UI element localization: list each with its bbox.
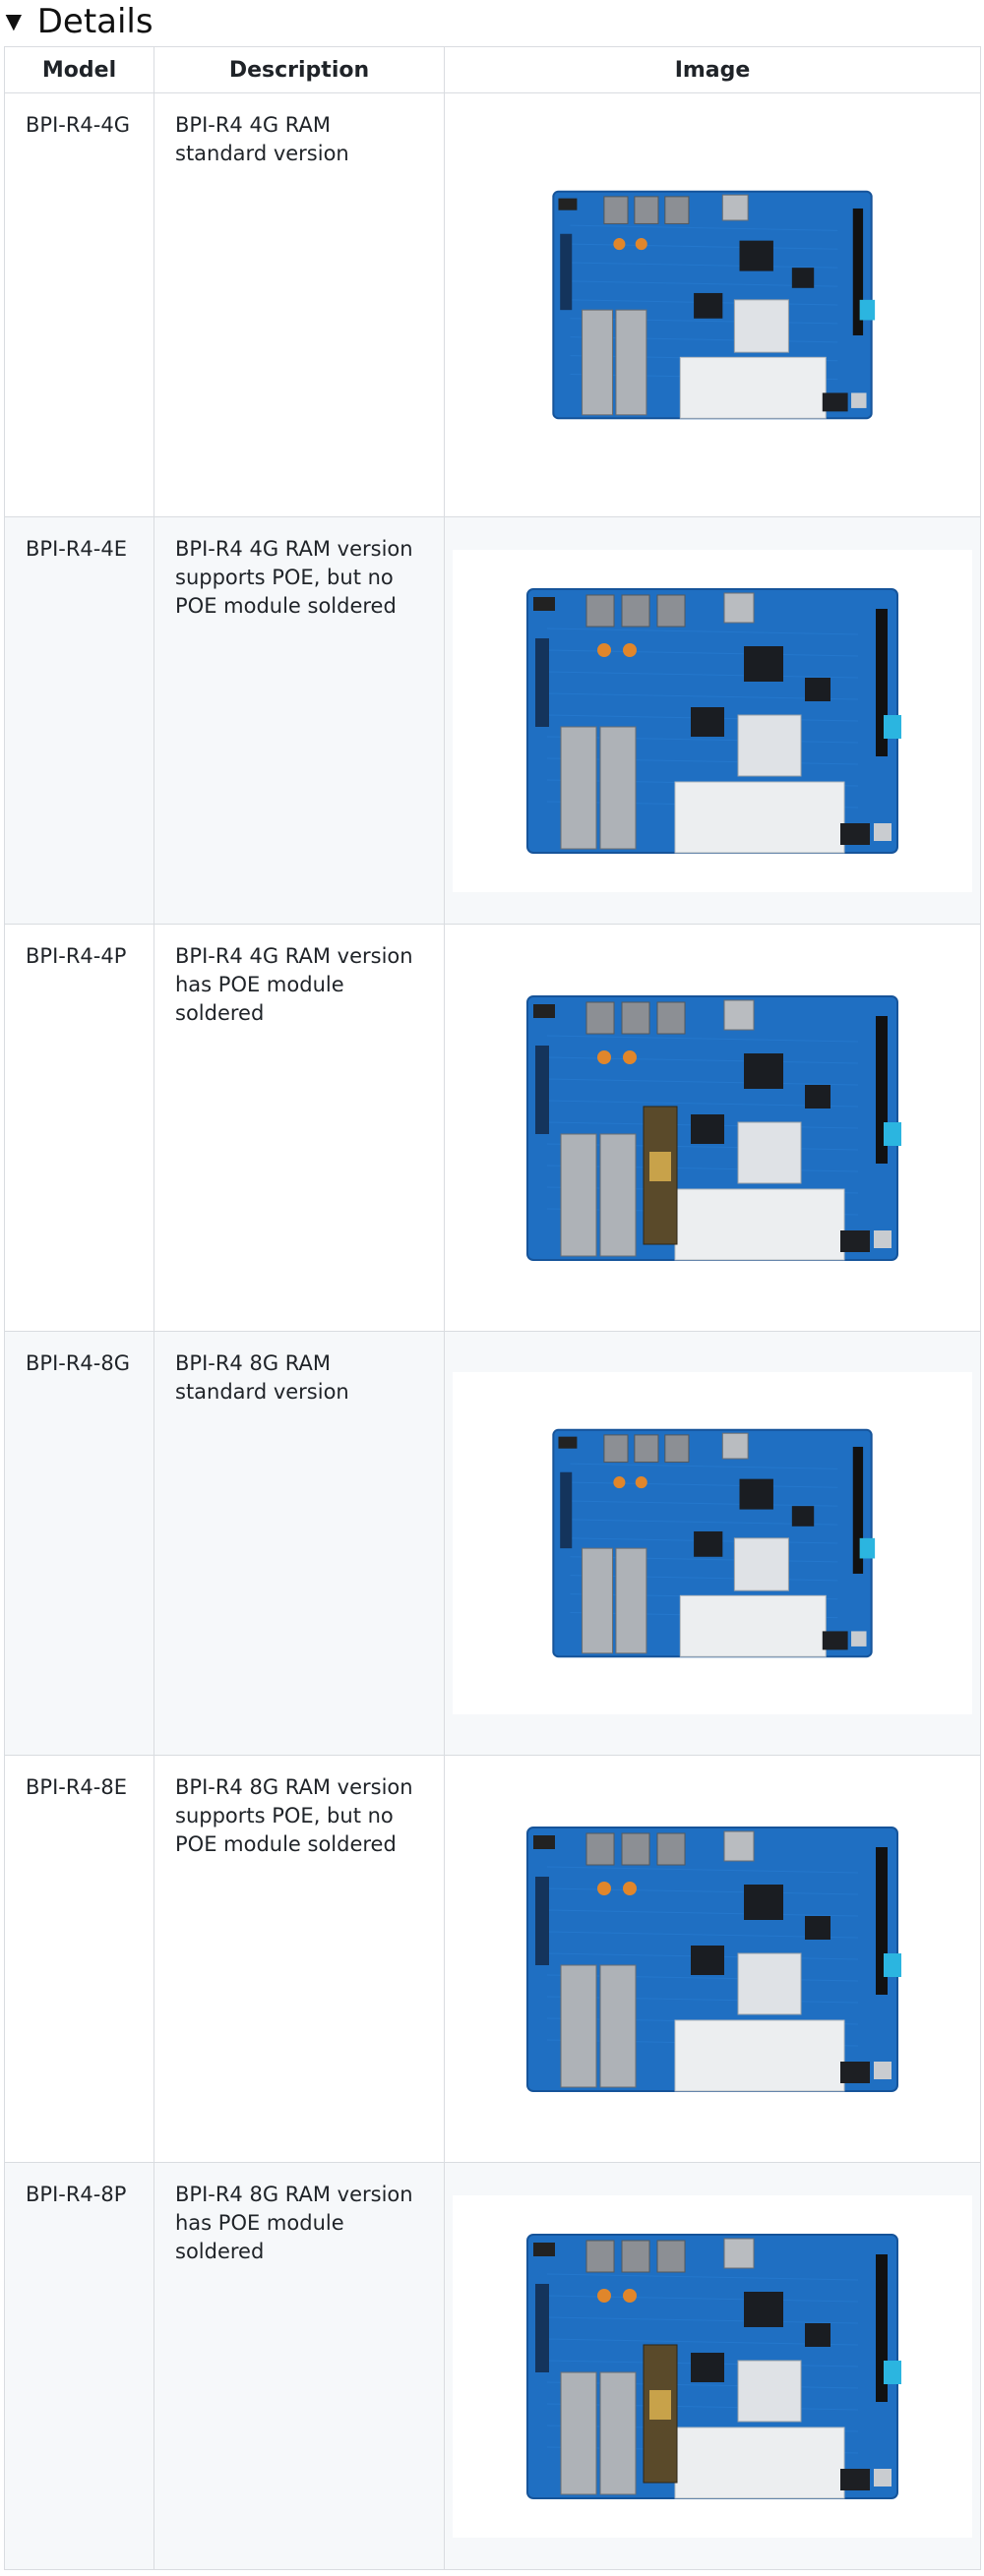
- table-header-row: Model Description Image: [4, 46, 981, 93]
- board-photo: [453, 956, 972, 1299]
- table-row: BPI-R4-4P BPI-R4 4G RAM version has POE …: [4, 924, 981, 1332]
- table-row: BPI-R4-8E BPI-R4 8G RAM version supports…: [4, 1755, 981, 2163]
- model-cell: BPI-R4-4P: [4, 924, 154, 1332]
- model-cell: BPI-R4-8P: [4, 2162, 154, 2570]
- image-cell: [444, 92, 981, 517]
- model-table: Model Description Image BPI-R4-4G BPI-R4…: [4, 46, 981, 2570]
- details-summary-label: Details: [36, 2, 154, 41]
- model-cell: BPI-R4-8G: [4, 1331, 154, 1756]
- image-cell: [444, 1331, 981, 1756]
- board-photo: [453, 1787, 972, 2130]
- board-photo: [453, 1372, 972, 1714]
- description-cell: BPI-R4 4G RAM version has POE module sol…: [154, 924, 445, 1332]
- table-row: BPI-R4-8G BPI-R4 8G RAM standard version: [4, 1331, 981, 1756]
- board-photo: [453, 549, 972, 892]
- description-cell: BPI-R4 8G RAM standard version: [154, 1331, 445, 1756]
- table-row: BPI-R4-4E BPI-R4 4G RAM version supports…: [4, 516, 981, 925]
- description-cell: BPI-R4 4G RAM standard version: [154, 92, 445, 517]
- model-cell: BPI-R4-4G: [4, 92, 154, 517]
- board-photo: [453, 2194, 972, 2538]
- description-cell: BPI-R4 8G RAM version has POE module sol…: [154, 2162, 445, 2570]
- image-cell: [444, 2162, 981, 2570]
- column-header-description: Description: [154, 46, 445, 93]
- column-header-model: Model: [4, 46, 154, 93]
- details-summary[interactable]: ▼ Details: [0, 0, 984, 43]
- model-cell: BPI-R4-4E: [4, 516, 154, 925]
- table-row: BPI-R4-8P BPI-R4 8G RAM version has POE …: [4, 2162, 981, 2570]
- board-photo: [453, 134, 972, 476]
- model-cell: BPI-R4-8E: [4, 1755, 154, 2163]
- table-row: BPI-R4-4G BPI-R4 4G RAM standard version: [4, 92, 981, 517]
- image-cell: [444, 924, 981, 1332]
- column-header-image: Image: [444, 46, 981, 93]
- description-cell: BPI-R4 4G RAM version supports POE, but …: [154, 516, 445, 925]
- image-cell: [444, 516, 981, 925]
- disclosure-triangle-icon[interactable]: ▼: [0, 6, 28, 36]
- image-cell: [444, 1755, 981, 2163]
- description-cell: BPI-R4 8G RAM version supports POE, but …: [154, 1755, 445, 2163]
